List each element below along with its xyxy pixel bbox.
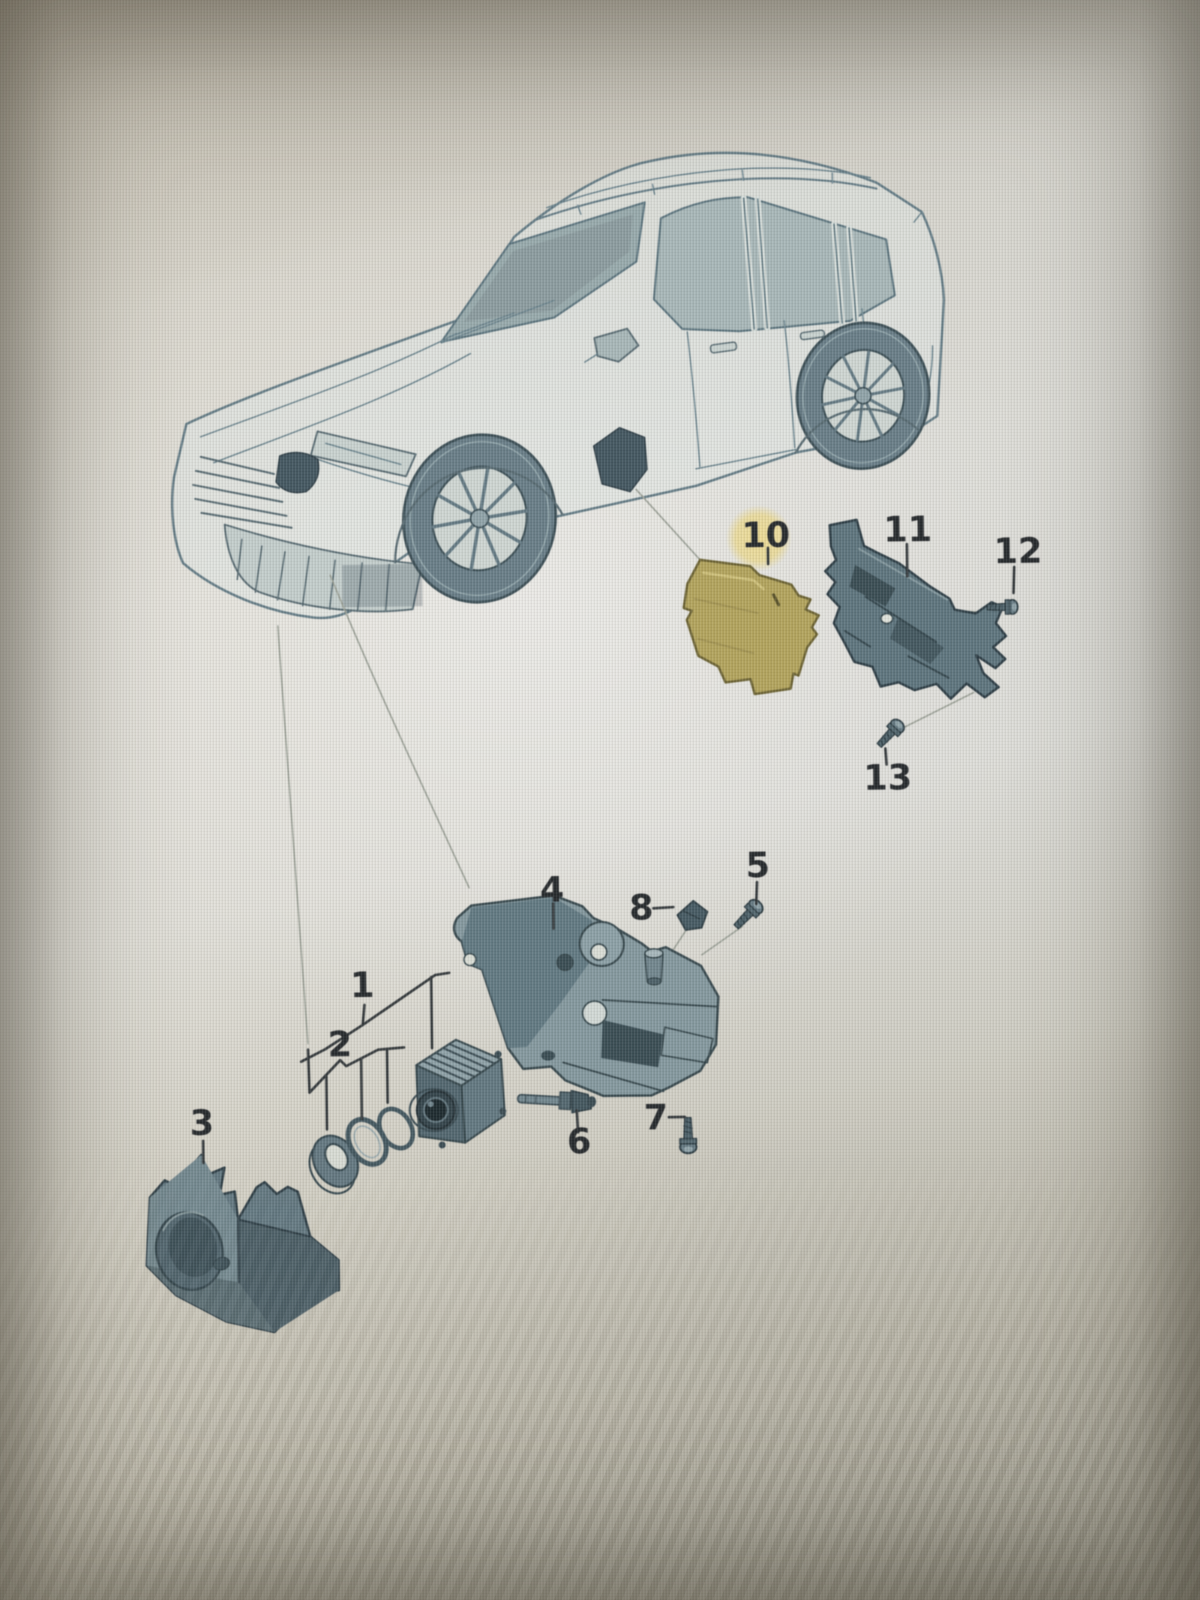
module-location-marker bbox=[592, 426, 648, 493]
part-front-camera-unit bbox=[408, 1038, 507, 1149]
moire-bands bbox=[0, 1140, 1200, 1600]
side-mirror bbox=[593, 327, 640, 363]
part-camera-mounting-bracket bbox=[452, 894, 720, 1098]
door-handle bbox=[709, 341, 738, 354]
callout-4[interactable]: 4 bbox=[540, 870, 565, 910]
callout-13[interactable]: 13 bbox=[863, 758, 912, 799]
callout-11[interactable]: 11 bbox=[883, 510, 932, 551]
callout-5[interactable]: 5 bbox=[745, 846, 770, 886]
callout-pointer-lines bbox=[201, 542, 1016, 1165]
callout-3[interactable]: 3 bbox=[190, 1104, 215, 1144]
part-locating-pin bbox=[516, 1089, 597, 1114]
grille-hatching bbox=[192, 455, 293, 529]
vehicle-outline-drawing bbox=[170, 151, 946, 620]
callout-12[interactable]: 12 bbox=[993, 532, 1042, 573]
door-handle bbox=[799, 329, 826, 341]
front-camera-location-marker bbox=[275, 451, 320, 494]
part-module-bracket bbox=[824, 518, 1008, 700]
part-retaining-clip bbox=[676, 899, 709, 931]
front-wheel bbox=[402, 433, 558, 604]
highlight-halo bbox=[725, 505, 792, 572]
callout-6[interactable]: 6 bbox=[567, 1122, 592, 1162]
callout-1[interactable]: 1 bbox=[350, 966, 375, 1006]
part-trim-rings bbox=[308, 1106, 416, 1195]
rear-wheel bbox=[795, 321, 931, 470]
part-control-module bbox=[682, 558, 820, 696]
callout-10[interactable]: 10 bbox=[741, 516, 790, 557]
callout-2[interactable]: 2 bbox=[328, 1025, 353, 1065]
part-camera-cover-housing bbox=[145, 1153, 341, 1334]
callout-8[interactable]: 8 bbox=[629, 888, 654, 928]
callout-7[interactable]: 7 bbox=[643, 1098, 668, 1138]
